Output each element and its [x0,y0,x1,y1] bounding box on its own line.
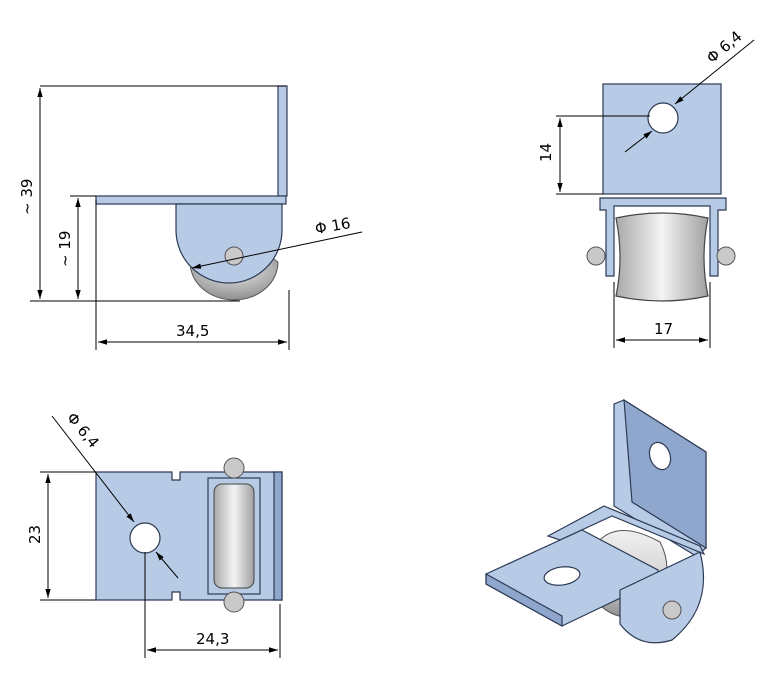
front-hole [647,102,679,134]
dim-line [624,130,653,153]
dim-height-axle-label: ~ 19 [56,231,74,267]
iso-vertical-plate-front [623,398,707,550]
front-roller [615,212,709,302]
dim-height-total-label: ~ 39 [18,179,36,215]
front-view: 14 Φ 6,4 17 [537,27,755,348]
top-roller [213,483,255,589]
isometric-view [485,398,707,644]
dim-width-label: 17 [654,320,673,338]
dim-top-hole-diameter [51,415,135,523]
dim-top-width-label: 23 [26,525,44,544]
top-axle-knob-bottom [223,591,245,613]
side-horizontal-plate [95,195,287,205]
front-plate [602,83,722,195]
front-axle-knob-left [586,246,606,266]
dim-length-label: 34,5 [176,322,209,340]
dim-top-hole-diameter-label: Φ 6,4 [63,409,103,452]
iso-vertical-hole [648,441,672,471]
iso-horizontal-hole [543,566,581,586]
iso-axle-knob [662,600,682,620]
dim-hole-diameter-label: Φ 6,4 [703,27,746,67]
iso-housing [619,551,705,644]
side-housing [175,203,283,284]
dim-hole-diameter [674,39,755,105]
dim-line [155,551,179,579]
side-axle-knob [224,246,244,266]
top-view: Φ 6,4 23 24,3 [26,409,283,658]
front-axle-knob-right [716,246,736,266]
dim-wheel-diameter [191,231,363,269]
side-vertical-plate [277,85,288,197]
iso-horizontal-plate-edge [485,572,563,628]
dim-wheel-diameter-label: Φ 16 [314,214,352,238]
front-bracket [599,197,727,277]
top-side-edge [273,471,283,601]
dim-hole-offset-label: 24,3 [196,630,229,648]
top-hole [129,522,161,554]
dim-hole-height-label: 14 [537,143,555,162]
top-axle-knob-top [223,457,245,479]
side-view: ~ 39 ~ 19 Φ 16 34,5 [18,85,363,350]
